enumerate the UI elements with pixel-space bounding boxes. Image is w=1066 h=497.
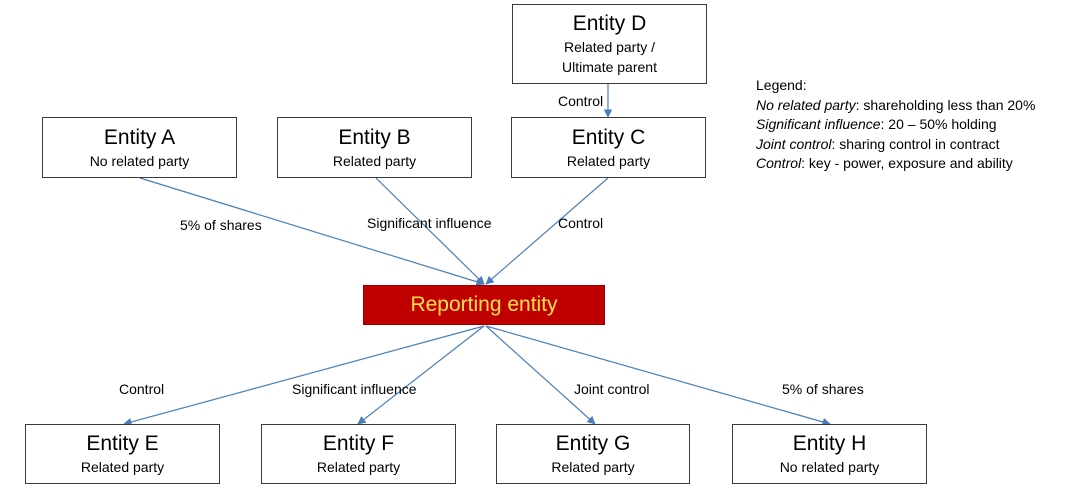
legend-item-no-related-party: No related party: shareholding less than… xyxy=(756,96,1035,116)
legend-item-significant-influence: Significant influence: 20 – 50% holding xyxy=(756,115,1035,135)
entity-d-subtitle-line1: Related party / xyxy=(563,39,656,55)
entity-d-title: Entity D xyxy=(572,12,647,35)
arrow-reporting-to-g xyxy=(485,325,596,425)
entity-d-box: Entity D Related party / Ultimate parent xyxy=(512,4,707,84)
entity-f-box: Entity F Related party xyxy=(261,424,456,484)
entity-g-box: Entity G Related party xyxy=(496,424,690,484)
arrow-reporting-to-h xyxy=(485,325,831,426)
edge-label-c-reporting: Control xyxy=(558,215,604,231)
edge-label-d-c: Control xyxy=(558,93,604,109)
legend-title: Legend: xyxy=(756,77,807,93)
legend-term: Significant influence xyxy=(756,116,881,132)
entity-h-title: Entity H xyxy=(792,432,867,455)
entity-e-subtitle: Related party xyxy=(80,459,165,475)
arrow-c-to-reporting xyxy=(485,177,609,285)
legend-item-joint-control: Joint control: sharing control in contra… xyxy=(756,135,1035,155)
arrow-reporting-to-f xyxy=(357,325,485,425)
entity-f-subtitle: Related party xyxy=(316,459,401,475)
edge-label-reporting-f: Significant influence xyxy=(292,381,417,397)
edge-label-reporting-e: Control xyxy=(119,381,165,397)
legend-term: Control xyxy=(756,155,802,171)
entity-a-box: Entity A No related party xyxy=(42,117,237,178)
entity-b-title: Entity B xyxy=(338,125,411,149)
legend-desc: : key - power, exposure and ability xyxy=(801,155,1013,171)
legend: Legend: No related party: shareholding l… xyxy=(756,76,1035,174)
entity-c-subtitle: Related party xyxy=(566,152,651,169)
arrow-b-to-reporting xyxy=(375,177,485,285)
entity-c-title: Entity C xyxy=(571,125,646,149)
entity-e-title: Entity E xyxy=(86,432,159,455)
entity-f-title: Entity F xyxy=(322,432,395,455)
entity-e-box: Entity E Related party xyxy=(25,424,220,484)
legend-desc: : shareholding less than 20% xyxy=(855,96,1036,113)
edge-label-b-reporting: Significant influence xyxy=(367,215,492,231)
entity-c-box: Entity C Related party xyxy=(511,117,706,178)
entity-d-subtitle-line2: Ultimate parent xyxy=(562,59,657,75)
entity-h-subtitle: No related party xyxy=(779,459,880,475)
arrow-a-to-reporting xyxy=(139,177,485,286)
legend-desc: : sharing control in contract xyxy=(831,135,1000,152)
legend-desc: : 20 – 50% holding xyxy=(880,116,997,132)
entity-b-box: Entity B Related party xyxy=(277,117,472,178)
entity-a-title: Entity A xyxy=(103,125,176,149)
legend-item-control: Control: key - power, exposure and abili… xyxy=(756,154,1035,174)
entity-b-subtitle: Related party xyxy=(332,152,417,169)
entity-g-title: Entity G xyxy=(555,432,631,455)
arrow-reporting-to-e xyxy=(123,325,485,427)
reporting-entity-box: Reporting entity xyxy=(363,285,605,325)
edge-label-reporting-h: 5% of shares xyxy=(782,381,864,397)
edge-label-reporting-g: Joint control xyxy=(574,381,650,397)
entity-g-subtitle: Related party xyxy=(551,459,635,475)
legend-term: Joint control xyxy=(756,135,832,152)
entity-h-box: Entity H No related party xyxy=(732,424,927,484)
legend-term: No related party xyxy=(756,96,856,113)
edge-label-a-reporting: 5% of shares xyxy=(180,217,262,233)
entity-a-subtitle: No related party xyxy=(89,152,190,169)
